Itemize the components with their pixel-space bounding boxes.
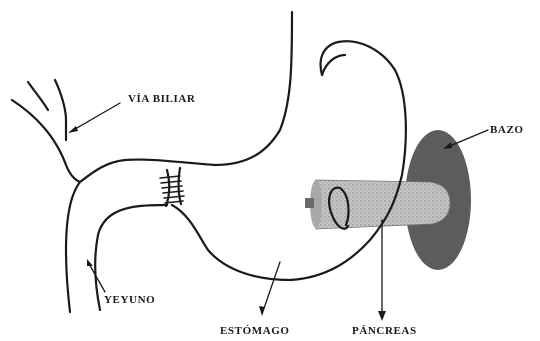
label-bazo: BAZO [490,124,524,136]
biliary-inner-branch [28,82,48,110]
pointer-estomago [262,262,280,314]
pointer-via-biliar [70,103,120,132]
label-via-biliar: VÍA BILIAR [128,93,195,105]
label-estomago: ESTÓMAGO [220,325,290,337]
label-pancreas: PÁNCREAS [352,325,417,337]
label-yeyuno: YEYUNO [104,294,155,306]
arrowhead-via-biliar [68,126,78,133]
biliary-left-branch [12,100,80,182]
arrowhead-pancreas [378,311,386,321]
biliary-right-branch [55,80,66,140]
arrowhead-yeyuno [87,259,93,266]
jejunum-lower-contour [66,182,80,312]
pancreas-duct [305,198,314,208]
arrowhead-estomago [259,306,265,316]
stomach-lower-contour [172,41,406,280]
stomach-fundus-contour [322,55,345,75]
